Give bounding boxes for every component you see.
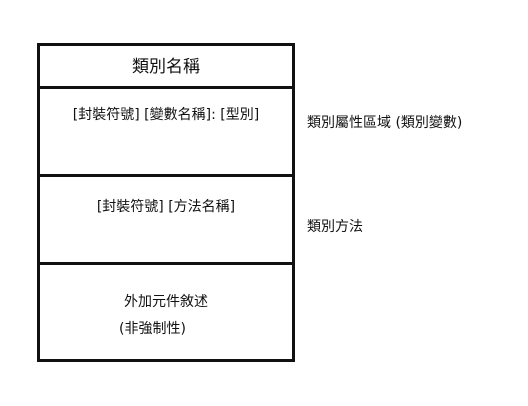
attributes-side-label: 類別屬性區域 (類別變數) xyxy=(307,115,463,131)
uml-class-box: 類別名稱 [封裝符號] [變數名稱]: [型別] [封裝符號] [方法名稱] 外… xyxy=(37,43,295,362)
methods-side-label: 類別方法 xyxy=(307,219,363,235)
extra-description-line-2: (非強制性) xyxy=(119,321,186,337)
extra-description-section: 外加元件敘述 (非強制性) xyxy=(40,265,292,359)
attribute-template-text: [封裝符號] [變數名稱]: [型別] xyxy=(72,107,260,123)
extra-description-line-1: 外加元件敘述 xyxy=(124,294,208,310)
class-name-text: 類別名稱 xyxy=(132,57,200,77)
attributes-section: [封裝符號] [變數名稱]: [型別] xyxy=(40,89,292,177)
class-name-section: 類別名稱 xyxy=(40,46,292,89)
methods-section: [封裝符號] [方法名稱] xyxy=(40,177,292,265)
method-template-text: [封裝符號] [方法名稱] xyxy=(96,199,236,215)
